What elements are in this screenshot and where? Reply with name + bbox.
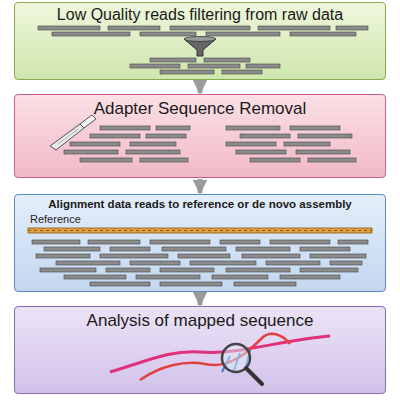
step-title: Low Quality reads filtering from raw dat… bbox=[15, 6, 385, 24]
read-bar bbox=[298, 134, 352, 138]
read-bar bbox=[330, 261, 362, 265]
read-bar bbox=[130, 64, 180, 68]
flow-arrow bbox=[198, 293, 203, 305]
step-title: Adapter Sequence Removal bbox=[15, 99, 385, 119]
read-bar bbox=[222, 70, 262, 74]
read-bar bbox=[88, 240, 140, 244]
read-bar bbox=[52, 32, 130, 36]
read-bar bbox=[140, 158, 188, 162]
read-bar bbox=[80, 158, 132, 162]
read-bar bbox=[220, 240, 260, 244]
reference-label: Reference bbox=[30, 213, 81, 225]
read-bar bbox=[100, 126, 150, 130]
funnel-icon bbox=[184, 37, 216, 57]
sequence-analysis-icon bbox=[110, 334, 330, 384]
read-bar bbox=[236, 247, 290, 251]
read-bar bbox=[284, 142, 330, 146]
read-bar bbox=[160, 70, 214, 74]
read-bar bbox=[140, 32, 196, 36]
knife-icon bbox=[50, 115, 96, 150]
read-bar bbox=[130, 142, 176, 146]
read-bar bbox=[290, 126, 340, 130]
read-bar bbox=[246, 64, 280, 68]
read-bar bbox=[280, 275, 340, 279]
read-bar bbox=[150, 240, 210, 244]
read-bar bbox=[178, 254, 230, 258]
read-bar bbox=[212, 275, 268, 279]
read-bar bbox=[32, 240, 80, 244]
read-bar bbox=[90, 282, 150, 286]
read-bar bbox=[100, 254, 168, 258]
read-bar bbox=[136, 275, 200, 279]
read-bar bbox=[336, 26, 368, 30]
read-bar bbox=[56, 261, 120, 265]
flow-arrow bbox=[198, 81, 203, 93]
read-bar bbox=[160, 268, 214, 272]
read-bar bbox=[64, 150, 118, 154]
read-bar bbox=[36, 254, 90, 258]
read-bar bbox=[290, 32, 356, 36]
read-bar bbox=[64, 275, 126, 279]
read-bar bbox=[250, 158, 300, 162]
read-bar bbox=[226, 268, 290, 272]
read-bar bbox=[270, 240, 330, 244]
read-bar bbox=[206, 32, 280, 36]
read-bar bbox=[296, 150, 350, 154]
read-bar bbox=[300, 247, 350, 251]
process-panel: Analysis of mapped sequence bbox=[14, 306, 386, 394]
flow-arrow bbox=[198, 179, 203, 193]
read-bar bbox=[146, 134, 186, 138]
read-bar bbox=[226, 142, 276, 146]
read-bar bbox=[190, 261, 256, 265]
read-bar bbox=[70, 142, 120, 146]
read-bar bbox=[338, 240, 368, 244]
read-bar bbox=[236, 150, 286, 154]
read-bar bbox=[170, 26, 250, 30]
step-title: Analysis of mapped sequence bbox=[15, 311, 385, 331]
read-bars bbox=[32, 26, 368, 286]
reference-line bbox=[28, 228, 372, 233]
step-title: Alignment data reads to reference or de … bbox=[15, 198, 385, 210]
read-bar bbox=[226, 126, 280, 130]
read-bar bbox=[234, 282, 296, 286]
read-bar bbox=[310, 254, 366, 258]
read-bar bbox=[188, 64, 240, 68]
read-bar bbox=[130, 261, 180, 265]
read-bar bbox=[90, 134, 140, 138]
read-bar bbox=[204, 58, 250, 62]
read-bar bbox=[240, 134, 290, 138]
read-bar bbox=[44, 247, 100, 251]
read-bar bbox=[108, 26, 160, 30]
read-bar bbox=[40, 268, 96, 272]
read-bar bbox=[308, 158, 356, 162]
read-bar bbox=[300, 268, 358, 272]
read-bar bbox=[266, 261, 320, 265]
read-bar bbox=[160, 282, 222, 286]
read-bar bbox=[162, 247, 226, 251]
read-bar bbox=[156, 126, 190, 130]
read-bar bbox=[258, 26, 330, 30]
read-bar bbox=[126, 150, 180, 154]
read-bar bbox=[106, 268, 150, 272]
read-bar bbox=[38, 26, 100, 30]
read-bar bbox=[150, 58, 196, 62]
read-bar bbox=[242, 254, 300, 258]
read-bar bbox=[110, 247, 150, 251]
